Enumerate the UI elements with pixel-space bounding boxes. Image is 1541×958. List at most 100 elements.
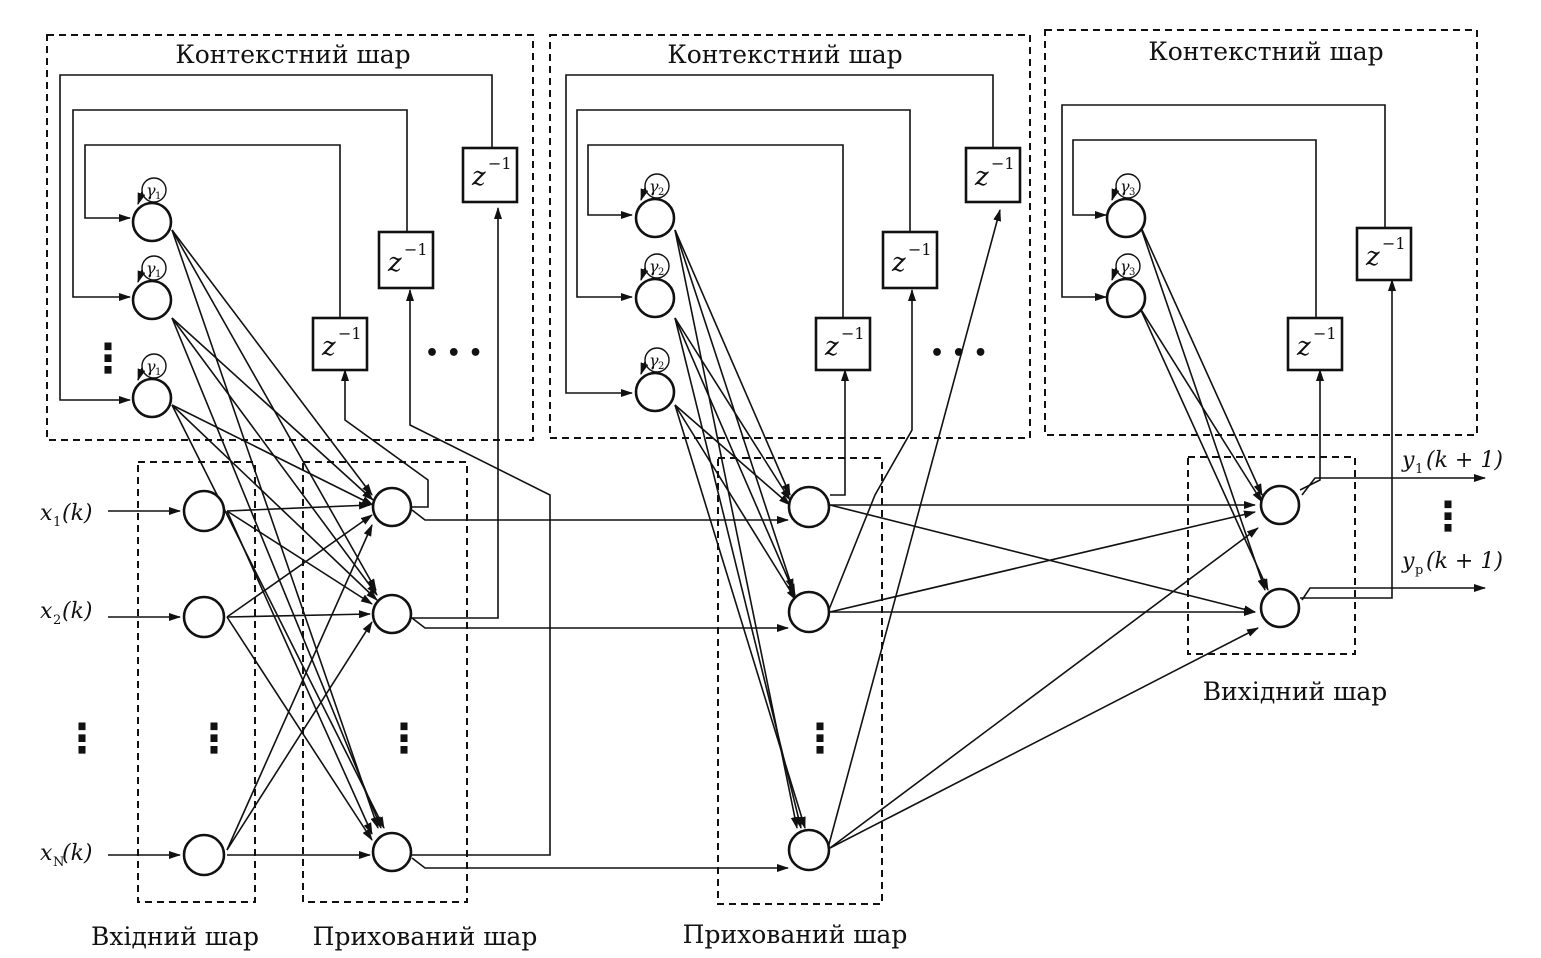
hidden-neuron-1-1 (371, 486, 413, 528)
svg-text:1: 1 (53, 515, 61, 530)
svg-text:(k): (k) (62, 599, 93, 624)
svg-text:(k + 1): (k + 1) (1426, 549, 1503, 574)
hidden-neuron-1-3 (371, 831, 413, 873)
svg-text:−1: −1 (841, 324, 865, 343)
input-neuron-2 (182, 595, 226, 639)
svg-text:1: 1 (155, 269, 161, 280)
svg-text:−1: −1 (1313, 324, 1337, 343)
gamma-3-1: γ 3 (1111, 173, 1141, 201)
input-label-1: x 1 (k) (40, 501, 93, 530)
svg-text:γ: γ (649, 177, 659, 196)
svg-text:(k + 1): (k + 1) (1426, 448, 1503, 473)
svg-text:γ: γ (146, 357, 156, 376)
hellipsis-context-1: • • • (425, 341, 483, 366)
svg-text:z: z (1365, 242, 1380, 272)
gamma-2-3: γ 2 (640, 347, 670, 375)
hellipsis-context-2: • • • (930, 341, 988, 366)
gamma-2-2: γ 2 (640, 253, 670, 281)
gamma-loops: γ 1 γ 1 γ 1 γ 2 γ 2 (137, 173, 1141, 381)
context-neuron-3-1 (1105, 197, 1147, 239)
gamma-1-3: γ 1 (137, 353, 167, 381)
input-neuron-1 (182, 489, 226, 533)
svg-text:(k): (k) (62, 841, 93, 866)
svg-text:2: 2 (53, 613, 61, 628)
svg-text:z: z (824, 332, 839, 362)
svg-text:−1: −1 (1382, 234, 1406, 253)
svg-text:−1: −1 (404, 240, 428, 259)
delay-input-wires (341, 207, 1396, 856)
output-layer-box (1187, 456, 1356, 655)
hidden-layer-label-1: Прихований шар (313, 922, 538, 951)
ellipsis-hidden-2: ⋮ (800, 716, 840, 762)
context-neuron-3-2 (1105, 277, 1147, 319)
delay-2-1: z −1 (814, 316, 872, 372)
context-layer-box-1 (46, 34, 534, 441)
svg-text:−1: −1 (488, 154, 512, 173)
ellipsis-inputs: ⋮ (62, 716, 102, 762)
connection-wires (108, 224, 1486, 872)
context-neuron-2-2 (634, 277, 676, 319)
svg-text:−1: −1 (908, 240, 932, 259)
svg-text:γ: γ (649, 257, 659, 276)
svg-text:3: 3 (1129, 187, 1135, 198)
svg-text:x: x (40, 599, 53, 624)
input-layer-label: Вхідний шар (91, 922, 259, 951)
ellipsis-input-layer: ⋮ (194, 716, 234, 762)
delay-3-1: z −1 (1286, 316, 1344, 372)
svg-text:1: 1 (155, 367, 161, 378)
ellipsis-hidden-1: ⋮ (384, 716, 424, 762)
input-layer-box (137, 461, 256, 903)
svg-text:γ: γ (1120, 177, 1130, 196)
delay-blocks: z −1 z −1 z −1 z −1 z −1 z −1 (311, 146, 1413, 372)
svg-text:z: z (891, 248, 906, 278)
hidden-layer-box-2 (717, 457, 883, 905)
ellipsis-outputs: ⋮ (1428, 494, 1468, 540)
layer-boxes (46, 29, 1478, 905)
output-labels: y 1 (k + 1) y p (k + 1) (1401, 448, 1503, 578)
neurons (131, 197, 1301, 877)
context-neuron-1-2 (131, 279, 173, 321)
context-neuron-1-3 (131, 377, 173, 419)
output-neuron-p (1259, 587, 1301, 629)
svg-text:−1: −1 (338, 324, 362, 343)
hidden-neuron-2-1 (787, 485, 831, 529)
context-layer-box-2 (549, 34, 1031, 439)
svg-text:γ: γ (146, 259, 156, 278)
delay-2-3: z −1 (964, 146, 1022, 204)
svg-text:2: 2 (658, 267, 664, 278)
delay-3-2: z −1 (1355, 226, 1413, 282)
ellipsis-context-1: ⋮ (88, 336, 128, 382)
svg-text:y: y (1401, 448, 1415, 473)
svg-text:2: 2 (658, 361, 664, 372)
svg-text:z: z (321, 332, 336, 362)
svg-text:2: 2 (658, 187, 664, 198)
output-neuron-1 (1259, 484, 1301, 526)
hidden-neuron-2-3 (787, 828, 831, 872)
input-label-n: x N (k) (40, 841, 93, 870)
gamma-2-1: γ 2 (640, 173, 670, 201)
delay-1-3: z −1 (461, 146, 519, 204)
context-layer-box-3 (1044, 29, 1478, 436)
svg-text:z: z (1296, 332, 1311, 362)
svg-text:x: x (40, 841, 53, 866)
svg-text:γ: γ (649, 351, 659, 370)
gamma-3-2: γ 3 (1111, 253, 1141, 281)
svg-text:(k): (k) (62, 501, 93, 526)
svg-text:z: z (974, 162, 989, 192)
context-feedback-wires (59, 74, 1386, 404)
svg-text:3: 3 (1129, 267, 1135, 278)
output-layer-label: Вихідний шар (1203, 677, 1388, 706)
context-neuron-2-1 (634, 197, 676, 239)
context-layer-label-1: Контекстний шар (175, 40, 410, 69)
gamma-1-1: γ 1 (137, 177, 167, 205)
svg-text:x: x (40, 501, 53, 526)
svg-text:γ: γ (146, 181, 156, 200)
svg-text:1: 1 (155, 191, 161, 202)
context-neuron-1-1 (131, 201, 173, 243)
hidden-layer-label-2: Прихований шар (683, 920, 908, 949)
context-neuron-2-3 (634, 371, 676, 413)
input-labels: x 1 (k) x 2 (k) x N (k) (40, 501, 93, 870)
svg-text:N: N (53, 855, 64, 870)
context-layer-label-3: Контекстний шар (1148, 37, 1383, 66)
